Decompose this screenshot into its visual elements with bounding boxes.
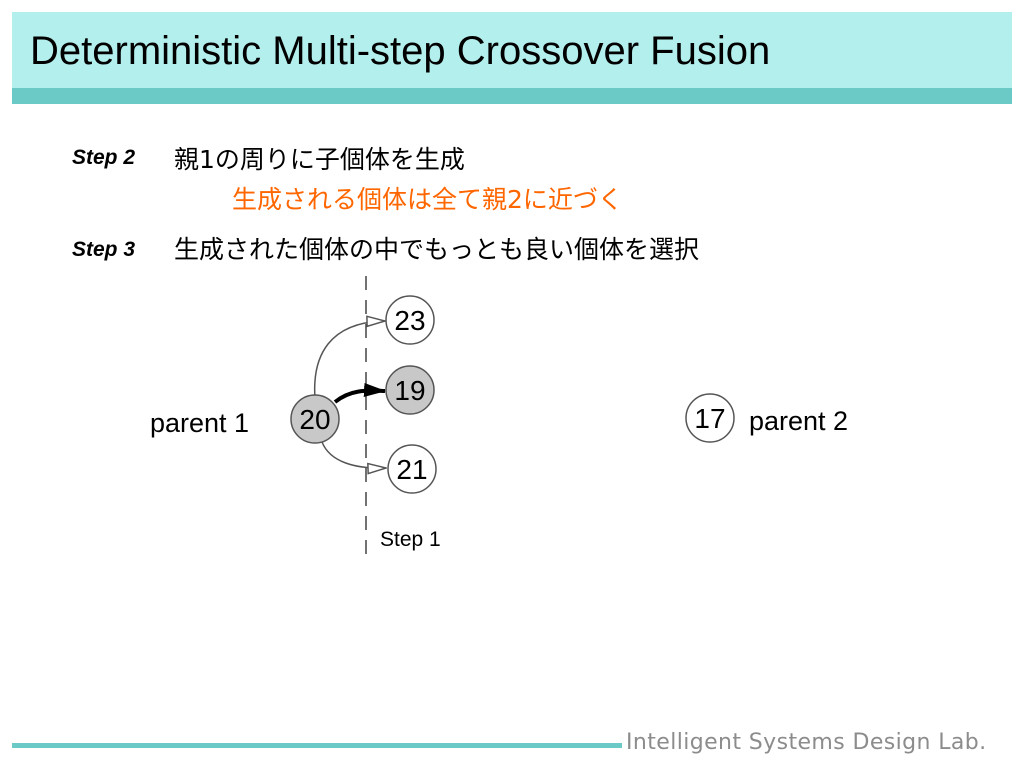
step-3-text: 生成された個体の中でもっとも良い個体を選択 <box>174 235 700 264</box>
child-value-21: 21 <box>396 454 427 485</box>
parent-1-node <box>290 394 340 444</box>
title-underline <box>12 88 1012 104</box>
child-node-23 <box>385 295 435 345</box>
step-2-label: Step 2 <box>72 146 136 169</box>
step-3-label: Step 3 <box>72 238 136 261</box>
child-node-21 <box>387 444 437 494</box>
parent-1-label: parent 1 <box>150 408 249 438</box>
footer-line <box>12 743 622 748</box>
parent-1-value: 20 <box>299 404 330 435</box>
step-2-text: 親1の周りに子個体を生成 <box>174 145 465 174</box>
parent-2-value: 17 <box>694 403 725 434</box>
step-1-label: Step 1 <box>380 528 441 551</box>
child-node-19-selected <box>385 365 435 415</box>
child-value-19: 19 <box>394 375 425 406</box>
child-value-23: 23 <box>394 305 425 336</box>
parent-2-label: parent 2 <box>749 406 848 436</box>
slide-title: Deterministic Multi-step Crossover Fusio… <box>30 29 771 73</box>
step-2-note: 生成される個体は全て親2に近づく <box>232 185 623 214</box>
parent-2-node <box>685 393 735 443</box>
arrow-to-child-21 <box>321 441 386 468</box>
arrow-to-child-23 <box>313 321 385 399</box>
title-bar <box>12 12 1012 88</box>
footer-lab-name: Intelligent Systems Design Lab. <box>626 730 987 755</box>
arrow-to-child-19 <box>333 382 386 404</box>
